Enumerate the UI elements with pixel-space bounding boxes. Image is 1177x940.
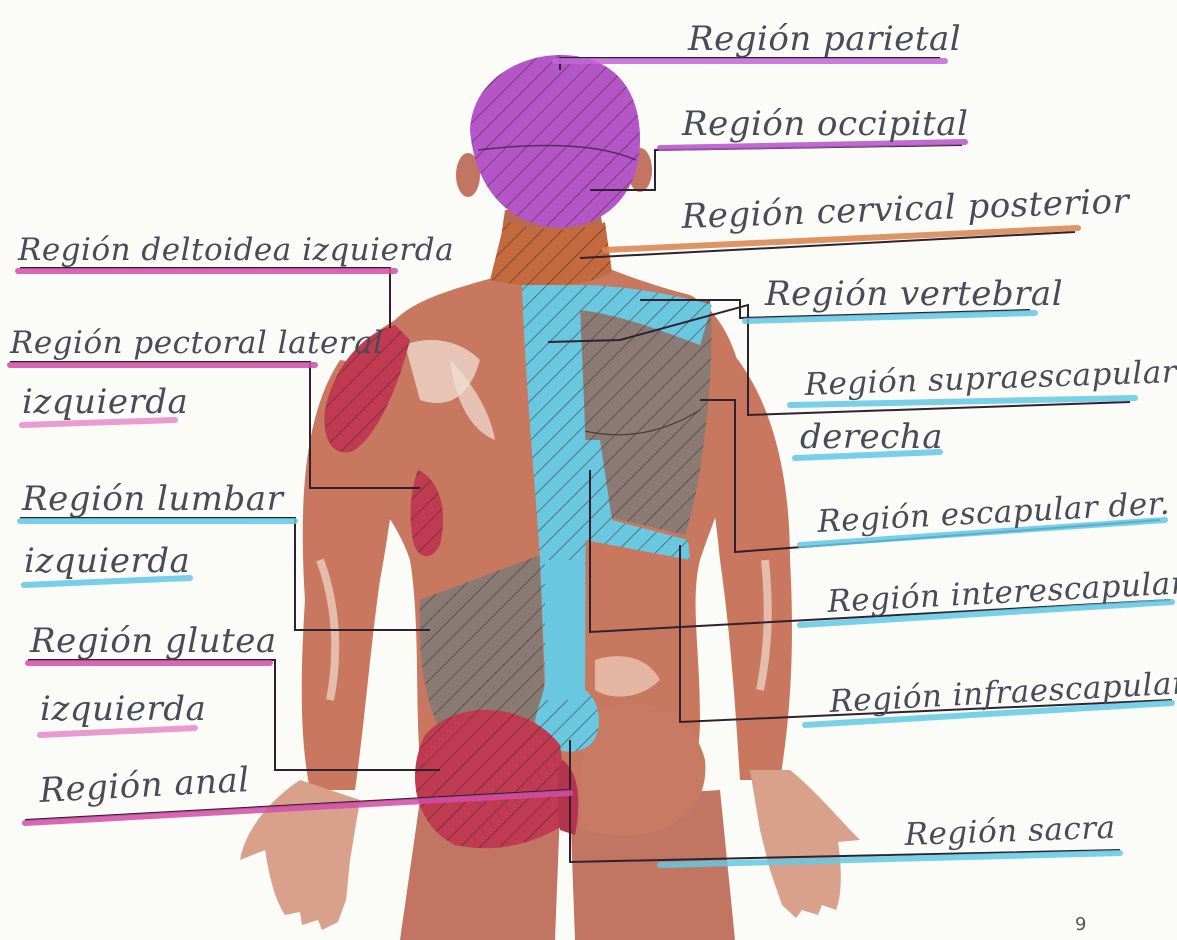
label-glutea-1: Región glutea <box>29 621 277 661</box>
label-glutea-2: izquierda <box>40 689 206 729</box>
label-anal: Región anal <box>37 760 250 811</box>
region-lumbar-cyan <box>545 560 585 700</box>
hl-glutea-2 <box>40 728 195 735</box>
label-occipital: Región occipital <box>681 104 968 144</box>
leader-deltoidea <box>20 268 390 328</box>
label-deltoidea: Región deltoidea izquierda <box>17 232 454 268</box>
label-pectoral-2: izquierda <box>22 382 188 422</box>
page-number: 9 <box>1075 914 1086 935</box>
label-lumbar-1: Región lumbar <box>21 479 285 519</box>
label-sacra: Región sacra <box>903 810 1116 853</box>
label-pectoral-1: Región pectoral lateral <box>9 325 384 361</box>
right-hand <box>750 770 860 918</box>
label-lumbar-2: izquierda <box>24 541 190 581</box>
label-parietal: Región parietal <box>687 19 961 59</box>
hl-vertebral <box>745 313 1035 321</box>
label-vertebral: Región vertebral <box>764 274 1063 314</box>
label-supraescapular-2: derecha <box>800 417 943 457</box>
